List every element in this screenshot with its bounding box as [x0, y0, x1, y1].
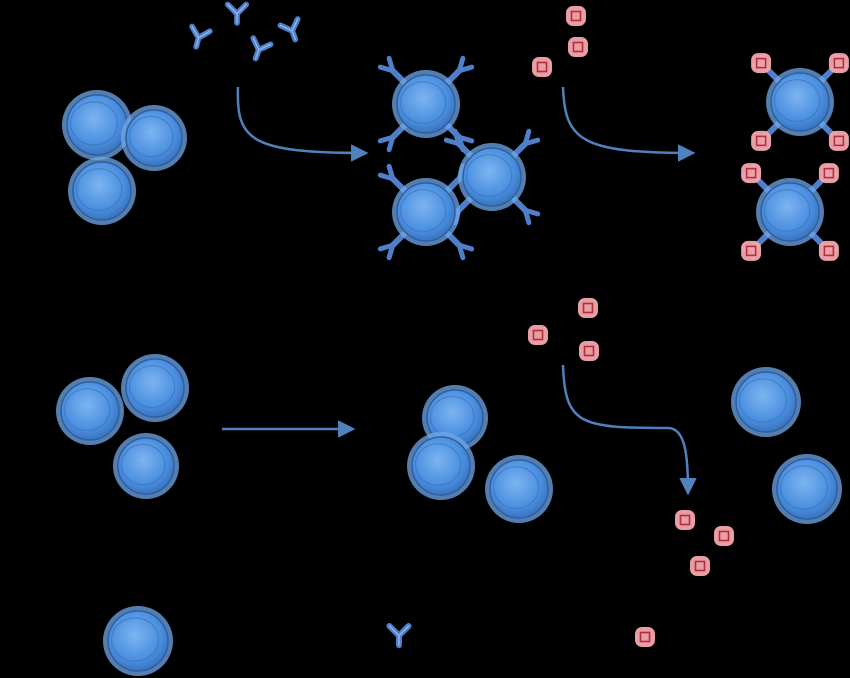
red-blood-cell-icon — [113, 433, 179, 499]
y-shaped-antibody-icon — [386, 622, 412, 649]
antigen-particle-icon — [568, 37, 588, 57]
antigen-particle-icon — [714, 526, 734, 546]
red-blood-cell-icon — [121, 105, 187, 171]
bound-antigen-icon — [828, 130, 849, 151]
free-molecules-layer — [189, 1, 849, 649]
red-blood-cell-icon — [731, 367, 801, 437]
antigen-addition-arrow — [561, 86, 696, 162]
antigen-particle-icon — [528, 325, 548, 345]
bound-antigen-icon — [741, 163, 762, 184]
antigen-particle-icon — [532, 57, 552, 77]
red-blood-cell-icon — [772, 454, 842, 524]
y-shaped-antibody-icon — [250, 35, 274, 62]
antigen-bound-cell-body — [766, 68, 834, 136]
y-shaped-antibody-icon — [277, 16, 301, 43]
antigen-bound-cell-body — [756, 178, 824, 246]
antigen-particle-icon — [566, 6, 586, 26]
bound-antigen-icon — [818, 163, 839, 184]
antibody-coated-cell-body — [458, 143, 526, 211]
antibody-coated-cell-body — [392, 70, 460, 138]
bound-antigen-icon — [818, 240, 839, 261]
y-shaped-antibody-icon — [189, 23, 213, 50]
antigen-passthrough-arrow — [561, 364, 697, 496]
antibody-addition-arrow — [236, 86, 369, 162]
y-shaped-antibody-icon — [224, 1, 250, 26]
red-blood-cell-icon — [62, 90, 132, 160]
antigen-particle-icon — [675, 510, 695, 530]
antigen-particle-icon — [579, 341, 599, 361]
arrows-layer — [222, 86, 697, 496]
antigen-particle-icon — [578, 298, 598, 318]
red-blood-cell-icon — [485, 455, 553, 523]
bound-antigen-icon — [751, 53, 772, 74]
bound-antigen-icon — [741, 240, 762, 261]
red-blood-cell-icon — [407, 432, 475, 500]
red-blood-cell-icon — [68, 157, 136, 225]
legend-cell-icon — [103, 606, 173, 676]
bound-antigen-icon — [751, 130, 772, 151]
bound-antigen-icon — [828, 53, 849, 74]
legend-antigen-icon — [635, 627, 655, 647]
cells-layer — [56, 68, 842, 676]
red-blood-cell-icon — [56, 377, 124, 445]
red-blood-cell-icon — [121, 354, 189, 422]
antibody-coated-cell-body — [392, 178, 460, 246]
antigen-particle-icon — [690, 556, 710, 576]
